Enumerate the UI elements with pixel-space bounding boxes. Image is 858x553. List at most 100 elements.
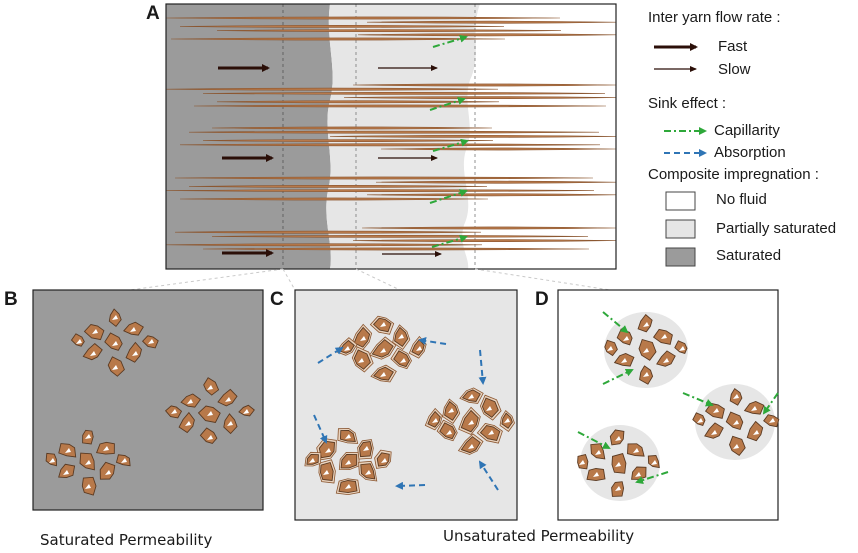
panel-label-c: C xyxy=(270,289,284,310)
lumen xyxy=(380,348,386,353)
lumen xyxy=(323,470,329,475)
yarn-fiber xyxy=(352,239,617,242)
lumen xyxy=(85,434,91,439)
fiber-cross-section xyxy=(460,409,479,433)
yarn-fiber xyxy=(165,87,499,91)
yarn-fiber xyxy=(174,230,482,234)
fiber-cross-section xyxy=(353,326,371,348)
fiber-cross-section xyxy=(79,452,95,471)
capillarity-arrow xyxy=(432,34,468,48)
yarn-fiber xyxy=(357,33,617,37)
lumen xyxy=(615,436,621,441)
fiber-cross-section xyxy=(427,410,441,428)
capillarity-arrow xyxy=(431,234,468,248)
fiber-cross-section xyxy=(178,411,195,434)
fiber-cross-section xyxy=(725,411,744,431)
lumen xyxy=(85,460,91,465)
panel-d xyxy=(557,289,780,521)
lumen xyxy=(733,420,739,425)
yarn-fiber xyxy=(179,143,601,147)
fiber-cross-section xyxy=(199,427,218,444)
lumen xyxy=(615,486,621,491)
lumen xyxy=(713,408,719,413)
lumen xyxy=(243,409,249,414)
lumen xyxy=(112,341,118,346)
yarn-fiber xyxy=(216,100,500,104)
yarn-fiber xyxy=(188,130,600,134)
lumen xyxy=(85,484,91,489)
yarn-fiber xyxy=(361,226,617,230)
legend-impregnation-title: Composite impregnation : xyxy=(648,166,819,183)
fiber-cross-section xyxy=(99,461,116,480)
lumen xyxy=(769,418,775,423)
saturated-region xyxy=(166,4,333,269)
absorption-arrow xyxy=(313,414,328,444)
yarn-fiber xyxy=(380,147,617,151)
capillarity-arrow xyxy=(432,138,469,152)
fiber-cross-section xyxy=(393,350,411,368)
yarn-fiber xyxy=(202,247,590,251)
yarn-fiber xyxy=(165,243,483,247)
fiber-cross-section xyxy=(656,350,676,367)
lumen xyxy=(615,462,621,467)
yarn-fiber xyxy=(188,185,488,188)
lumen xyxy=(103,446,109,451)
legend-saturated-swatch xyxy=(665,247,696,267)
panel-b xyxy=(32,289,264,511)
lumen xyxy=(751,406,757,411)
lumen xyxy=(398,334,404,339)
lumen xyxy=(593,472,599,477)
capillarity-arrow xyxy=(682,392,714,407)
caption-unsaturated: Unsaturated Permeability xyxy=(443,527,635,545)
yarn-fiber xyxy=(202,92,606,95)
absorption-arrows xyxy=(313,336,499,491)
lumen xyxy=(309,458,315,463)
capillarity-arrow xyxy=(602,369,634,385)
legend-fast-label: Fast xyxy=(718,38,748,55)
lumen xyxy=(207,385,213,390)
lumen xyxy=(344,346,350,351)
lumen xyxy=(432,418,438,423)
lumen xyxy=(76,339,82,344)
fiber-cross-section xyxy=(704,422,724,439)
yarn-fiber xyxy=(216,29,562,32)
lumen xyxy=(711,430,717,435)
capillarity-arrows-d xyxy=(577,311,779,484)
capillarity-arrow xyxy=(762,392,779,415)
lumen xyxy=(400,358,406,363)
lumen xyxy=(468,420,474,425)
yarn-fiber xyxy=(165,189,595,192)
lumen xyxy=(468,394,474,399)
legend-saturated-label: Saturated xyxy=(716,247,782,264)
absorption-arrow xyxy=(478,460,499,491)
yarn-bundles xyxy=(165,16,617,251)
lumen xyxy=(697,418,703,423)
fiber-clusters-d xyxy=(577,313,780,497)
panel-label-d: D xyxy=(535,289,549,310)
lumen xyxy=(733,394,739,399)
absorption-arrow xyxy=(317,346,344,364)
lumen xyxy=(380,372,386,377)
fiber-cross-section xyxy=(376,452,390,467)
panel-label-b: B xyxy=(4,289,18,310)
lumen xyxy=(365,470,371,475)
lumen xyxy=(623,336,629,341)
fiber-cross-section xyxy=(746,420,764,442)
lumen xyxy=(358,358,364,363)
legend-slow-label: Slow xyxy=(718,61,751,78)
yarn-fiber xyxy=(202,139,494,142)
fiber-cross-section xyxy=(45,452,57,467)
lumen xyxy=(345,484,351,489)
absorption-arrow xyxy=(418,336,447,345)
lumen xyxy=(753,430,759,435)
fiber-cross-section xyxy=(637,313,653,333)
yarn-fiber xyxy=(375,180,617,184)
lumen xyxy=(651,460,657,465)
lumen xyxy=(504,418,510,423)
fiber-clusters-c xyxy=(304,315,515,496)
fiber-cross-section xyxy=(318,440,335,459)
panel-a-border xyxy=(165,3,617,270)
fiber-clusters-b xyxy=(45,308,255,496)
yarn-fiber xyxy=(174,176,594,180)
yarn-fiber xyxy=(352,83,617,87)
